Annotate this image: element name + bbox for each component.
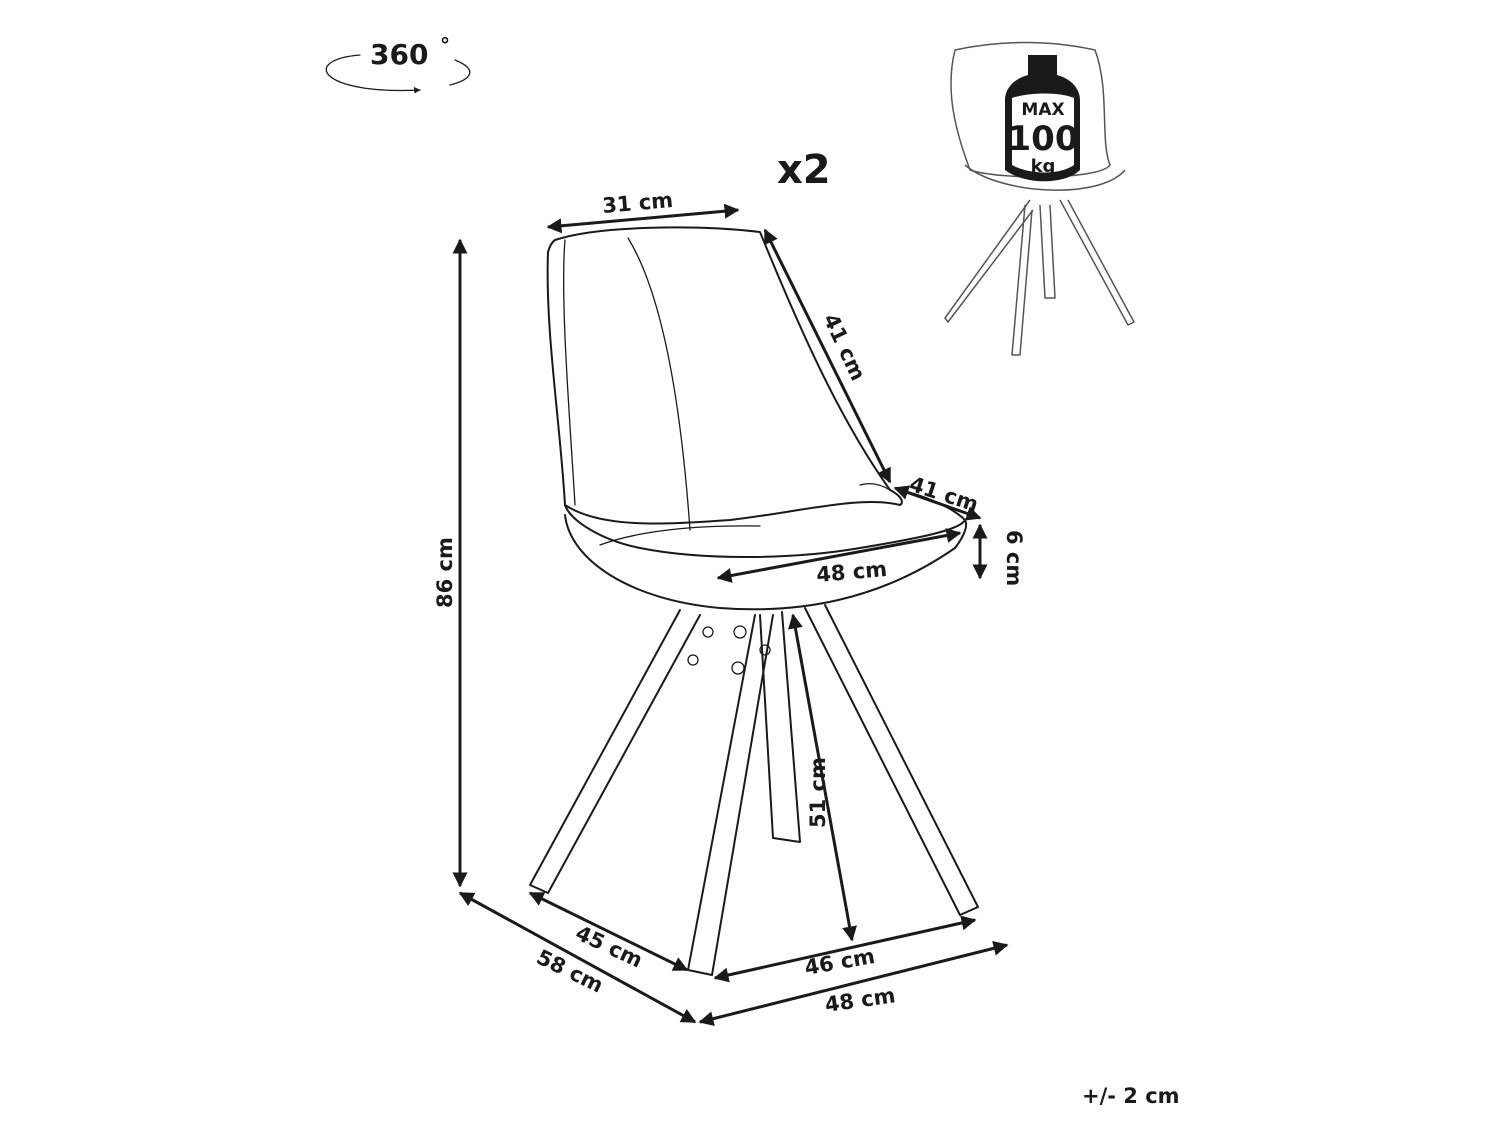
dim-seat-depth: 41 cm xyxy=(906,472,981,517)
max-load-line2: 100 xyxy=(1008,119,1079,159)
max-load-line3: kg xyxy=(1031,156,1056,177)
max-load-line1: MAX xyxy=(1021,100,1064,120)
dim-seat-thickness: 6 cm xyxy=(1002,530,1026,586)
quantity-label: x2 xyxy=(777,147,831,193)
max-load-chair-icon: MAX 100 kg xyxy=(944,41,1135,356)
dim-seat-width: 48 cm xyxy=(815,557,888,587)
dim-backrest-width: 31 cm xyxy=(601,188,674,218)
rotation-value: 360 xyxy=(370,38,428,71)
dim-leg-width: 46 cm xyxy=(803,944,877,980)
dim-seat-height: 51 cm xyxy=(806,757,830,828)
dim-total-height: 86 cm xyxy=(433,537,457,608)
rotation-icon: 360 ° xyxy=(325,33,471,94)
tolerance-note: +/- 2 cm xyxy=(1082,1084,1180,1108)
rotation-unit: ° xyxy=(440,33,450,57)
dim-backrest-height: 41 cm xyxy=(818,310,870,384)
chair-drawing xyxy=(529,226,979,976)
dimension-lines xyxy=(452,203,1009,1026)
